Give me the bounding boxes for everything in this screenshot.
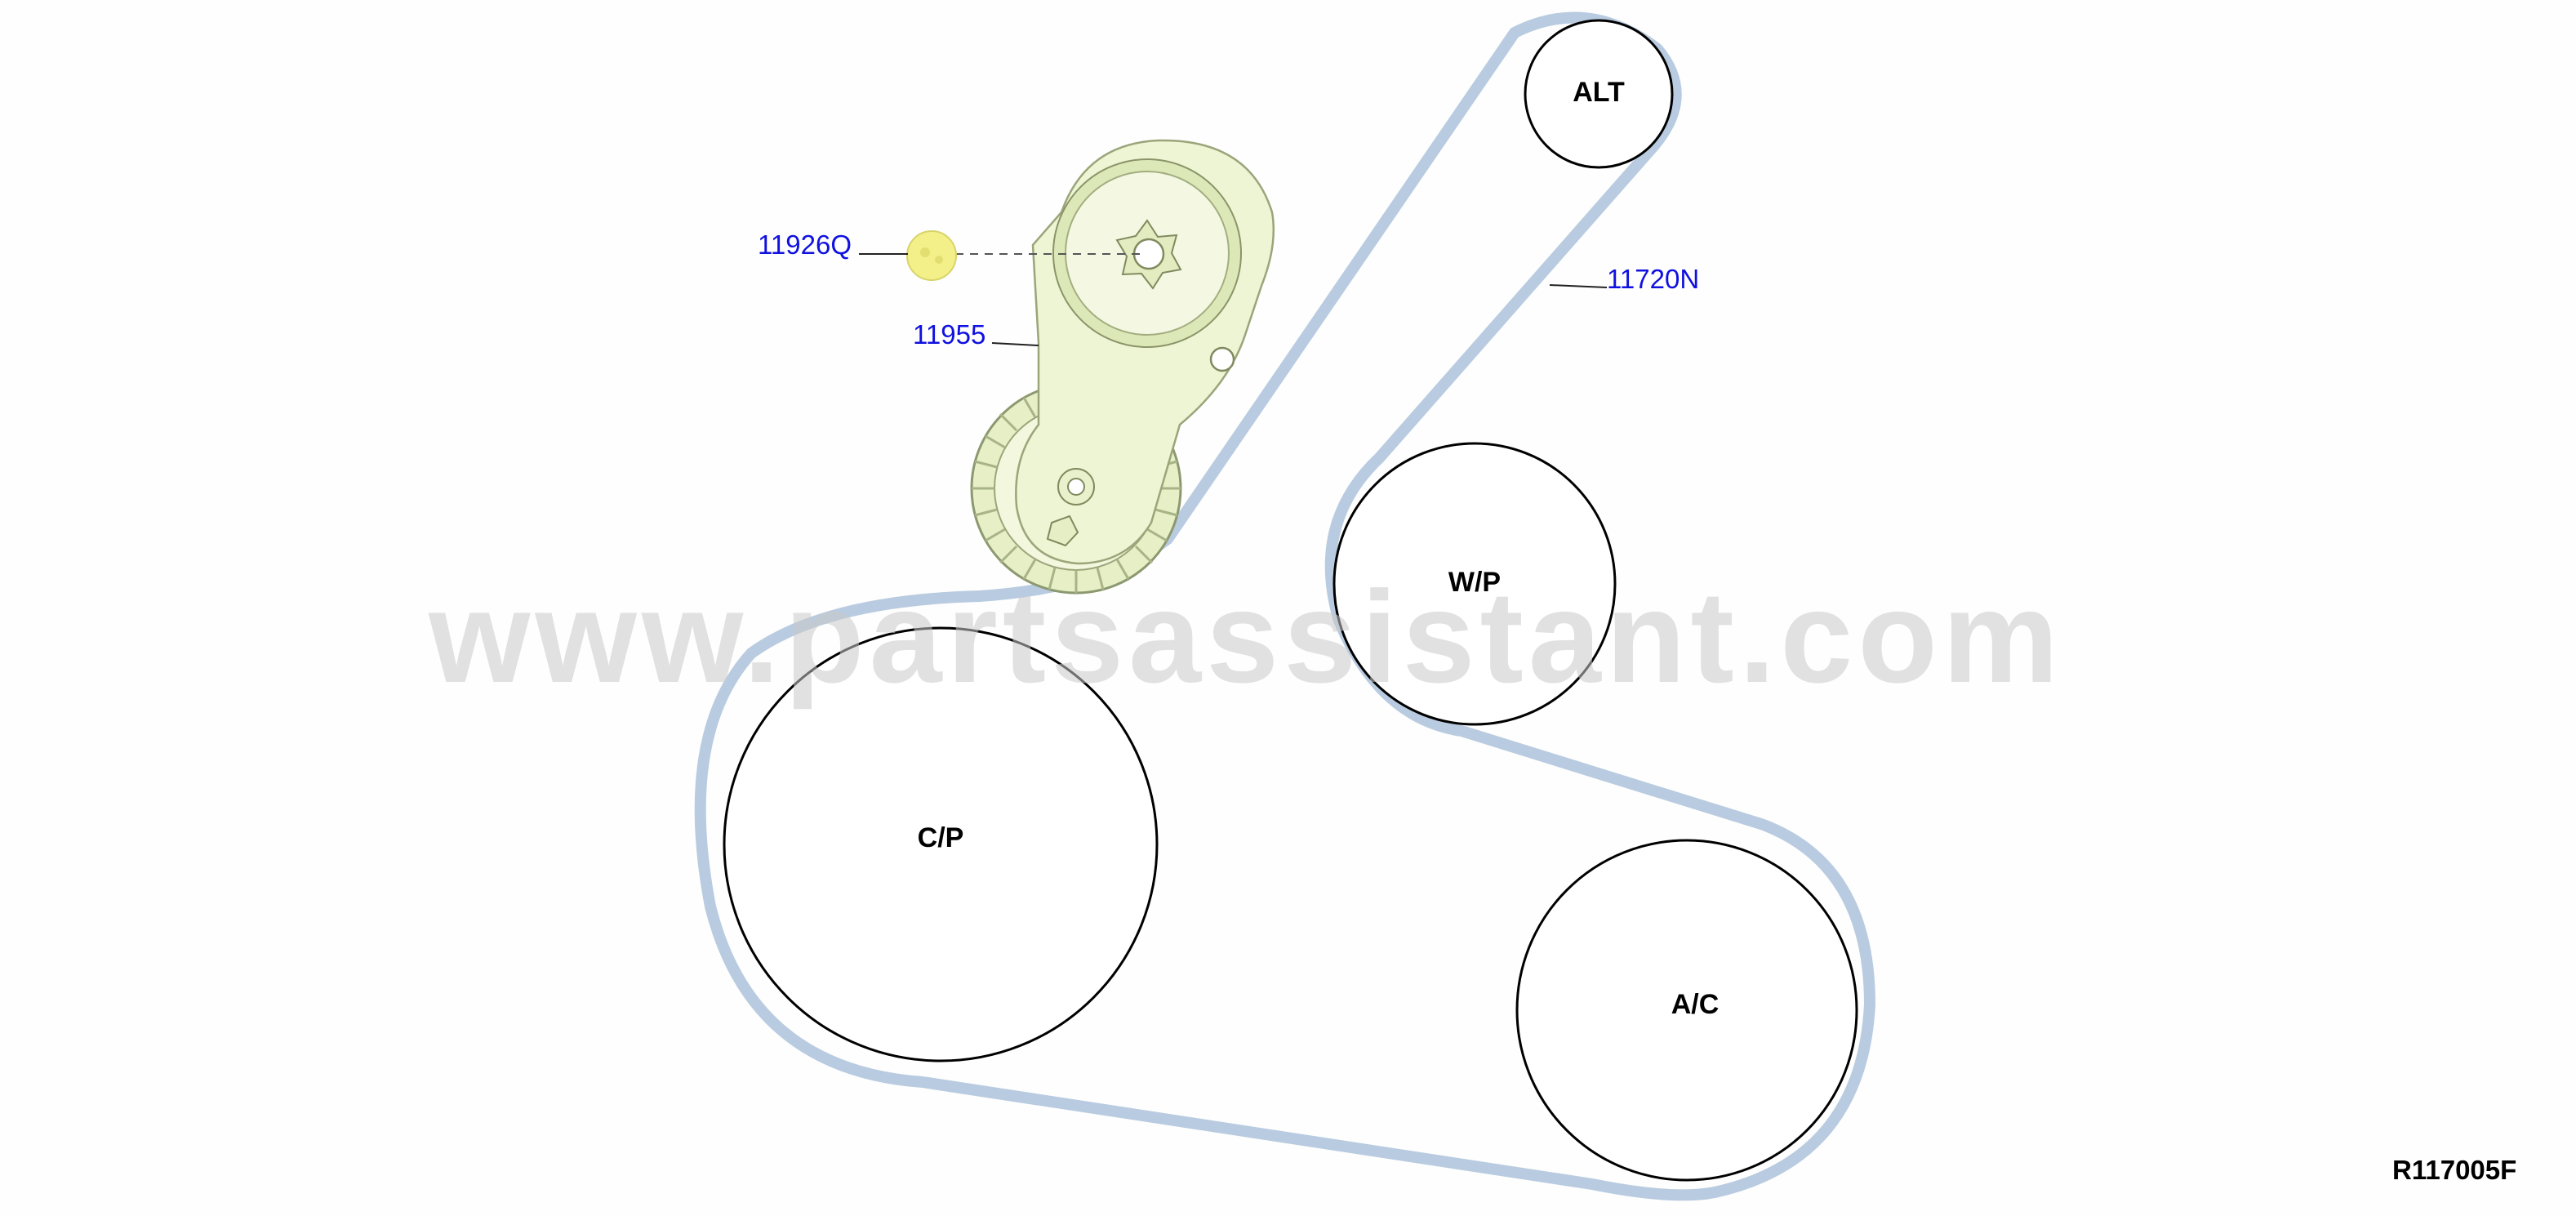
tensioner-leader-line [991, 342, 1039, 346]
callout-tensioner[interactable]: 11955 [913, 319, 985, 350]
pulley-ac-label: A/C [1671, 989, 1720, 1020]
pulley-ac: A/C [1515, 839, 1858, 1182]
callout-belt[interactable]: 11720N [1607, 264, 1699, 294]
reference-code: R117005F [2392, 1155, 2516, 1185]
pulley-cp: C/P [723, 626, 1159, 1062]
pulley-cp-label: C/P [918, 822, 964, 853]
callout-bolt[interactable]: 11926Q [758, 229, 852, 260]
belt-leader-line [1549, 284, 1608, 288]
drive-belt [694, 11, 1875, 1201]
pulley-alt-label: ALT [1573, 77, 1625, 108]
tensioner-bolt [906, 230, 1143, 281]
belt-tensioner [970, 139, 1275, 595]
pulley-wp: W/P [1332, 442, 1617, 726]
watermark: www.partsassistant.com [428, 563, 2063, 710]
pulley-alt: ALT [1524, 19, 1674, 169]
pulley-wp-label: W/P [1448, 567, 1501, 598]
